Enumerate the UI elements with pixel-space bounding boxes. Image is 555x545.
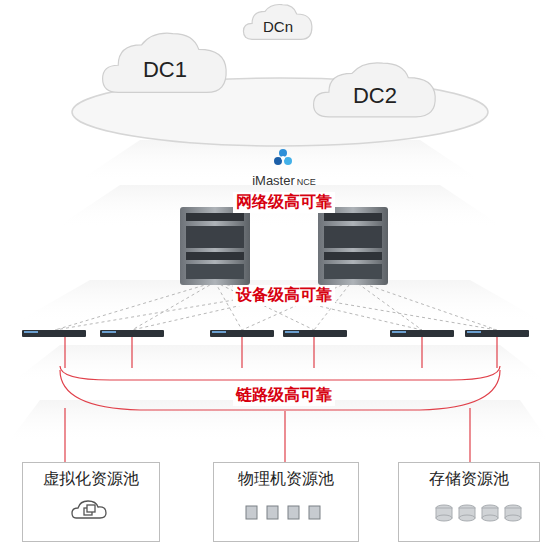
cloud-label: DC1 — [100, 29, 230, 83]
pool-title: 物理机资源池 — [214, 463, 358, 490]
cloud-label: DCn — [242, 2, 314, 35]
cloud-label: DC2 — [311, 59, 439, 109]
layer-title: 网络级高可靠 — [233, 192, 335, 213]
pool-title: 虚拟化资源池 — [23, 463, 159, 490]
cloud-node: DC2 — [311, 59, 439, 121]
cloud-node: DC1 — [100, 29, 230, 97]
pool-title: 存储资源池 — [399, 463, 539, 490]
resource-pool-box: 存储资源池 — [398, 462, 540, 542]
resource-pool-box: 物理机资源池 — [213, 462, 359, 542]
logo-text: iMaster — [252, 173, 295, 188]
resource-pool-box: 虚拟化资源池 — [22, 462, 160, 542]
layer-title: 设备级高可靠 — [233, 285, 335, 306]
logo-text: NCE — [297, 177, 316, 187]
layer-title: 链路级高可靠 — [233, 385, 335, 406]
cloud-node: DCn — [242, 2, 314, 42]
